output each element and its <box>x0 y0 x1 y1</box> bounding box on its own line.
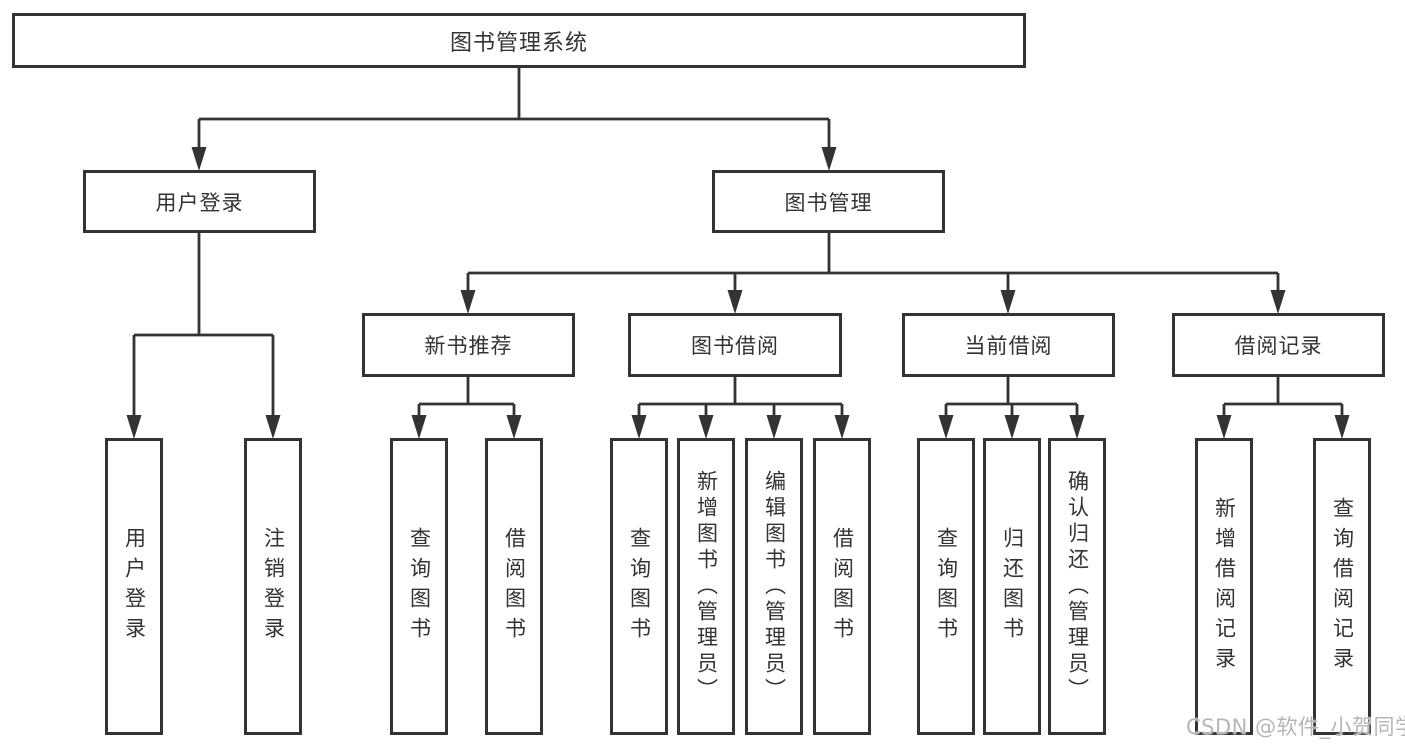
leaf-borrowing-query-books: 查询图书 <box>610 438 668 735</box>
node-label: 归还图书 <box>1000 526 1025 647</box>
arrowhead-icons <box>126 147 1350 439</box>
leaf-user-login: 用户登录 <box>105 438 163 735</box>
node-book-management-branch: 图书管理 <box>712 170 945 233</box>
node-label: 当前借阅 <box>964 334 1053 358</box>
node-current-borrowing: 当前借阅 <box>902 313 1115 377</box>
leaf-logout: 注销登录 <box>244 438 302 735</box>
node-label: 借阅图书 <box>830 526 855 647</box>
node-borrowing-records: 借阅记录 <box>1172 313 1385 377</box>
node-label: 图书管理 <box>784 190 873 215</box>
leaf-borrowing-borrow-books: 借阅图书 <box>813 438 871 735</box>
csdn-watermark: CSDN @软件_小贺同学 <box>1186 715 1405 739</box>
leaf-current-confirm-return-admin: 确认归还（管理员） <box>1048 438 1106 735</box>
node-label: 用户登录 <box>122 526 147 647</box>
leaf-newbook-query-books: 查询图书 <box>390 438 448 735</box>
node-label: 新书推荐 <box>424 334 513 358</box>
node-label: 查询借阅记录 <box>1330 496 1355 677</box>
node-label: 图书管理系统 <box>449 30 588 56</box>
node-label: 编辑图书（管理员） <box>762 469 787 704</box>
leaf-records-query-borrow-record: 查询借阅记录 <box>1313 438 1371 735</box>
leaf-borrowing-add-books-admin: 新增图书（管理员） <box>677 438 735 735</box>
node-label: 新增图书（管理员） <box>694 469 719 704</box>
node-label: 查询图书 <box>627 526 652 647</box>
node-book-borrowing: 图书借阅 <box>628 313 842 377</box>
leaf-current-query-books: 查询图书 <box>917 438 975 735</box>
leaf-newbook-borrow-books: 借阅图书 <box>485 438 543 735</box>
node-label: 确认归还（管理员） <box>1065 469 1090 704</box>
node-label: 注销登录 <box>261 526 286 647</box>
node-label: 查询图书 <box>407 526 432 647</box>
node-library-management-system: 图书管理系统 <box>12 13 1026 68</box>
leaf-records-add-borrow-record: 新增借阅记录 <box>1195 438 1253 735</box>
leaf-current-return-books: 归还图书 <box>983 438 1041 735</box>
node-label: 借阅图书 <box>502 526 527 647</box>
node-label: 借阅记录 <box>1234 334 1323 358</box>
node-new-book-recommendation: 新书推荐 <box>362 313 575 377</box>
node-label: 新增借阅记录 <box>1212 496 1237 677</box>
node-label: 图书借阅 <box>691 334 779 358</box>
node-label: 查询图书 <box>934 526 959 647</box>
leaf-borrowing-edit-books-admin: 编辑图书（管理员） <box>745 438 803 735</box>
node-user-login-branch: 用户登录 <box>83 170 316 233</box>
node-label: 用户登录 <box>155 190 244 215</box>
